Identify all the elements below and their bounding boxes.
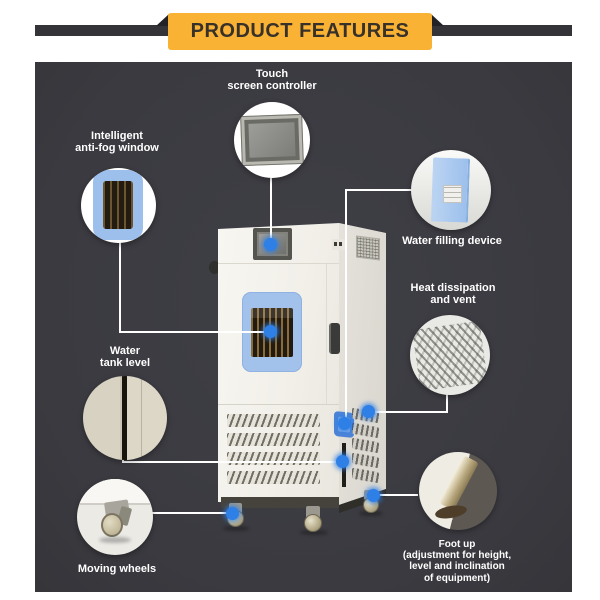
side-knob [209, 261, 220, 274]
indicator-dot-anti-fog [264, 325, 277, 338]
label-foot-up: Foot up (adjustment for height, level an… [377, 539, 537, 584]
connector-line-heat-vent [370, 411, 448, 413]
label-line: Heat dissipation [410, 282, 496, 294]
door-edge-seam [326, 264, 327, 404]
feature-image-foot-up [419, 452, 497, 530]
connector-line-touch-screen [270, 178, 272, 246]
front-louver-grille [227, 433, 320, 446]
door-top-seam [218, 263, 339, 264]
front-louver-grille [227, 414, 320, 427]
feature-image-water-filling-device [411, 150, 491, 230]
label-line: Water [109, 345, 141, 357]
certification-label [332, 239, 345, 250]
label-line: of equipment) [423, 572, 491, 584]
label-line: and vent [430, 293, 476, 306]
label-touch-screen-controller: Touch screen controller [212, 68, 332, 92]
certification-mark [339, 242, 342, 246]
connector-line-water-filling [347, 189, 412, 191]
feature-image-anti-fog-window [81, 168, 156, 243]
ribbon-bar-right [428, 25, 572, 36]
label-line: Foot up [438, 539, 476, 550]
indicator-dot-heat-vent [362, 405, 375, 418]
photo-tank-label [443, 185, 462, 203]
feature-image-water-tank-level [83, 376, 167, 460]
label-line: Water filling device [402, 235, 502, 247]
label-intelligent-anti-fog-window: Intelligent anti-fog window [57, 130, 177, 154]
label-water-tank-level: Water tank level [65, 345, 185, 369]
feature-image-heat-vent [410, 315, 490, 395]
label-line: anti-fog window [75, 141, 159, 154]
connector-line-water-filling [345, 189, 347, 421]
photo-gauge-slot [122, 376, 127, 460]
side-vent-grille [356, 235, 380, 261]
label-line: Intelligent [91, 130, 143, 142]
caster-shadow [223, 526, 249, 531]
photo-vent-mesh [412, 320, 488, 392]
connector-line-water-tank [122, 461, 341, 463]
indicator-dot-foot-up [367, 489, 380, 502]
chamber-base-front [221, 497, 339, 508]
photo-screen-display [248, 122, 296, 158]
ribbon-bar-left [35, 25, 171, 36]
door-handle [329, 323, 340, 354]
photo-caster-shadow [99, 537, 131, 543]
label-line: tank level [99, 356, 151, 369]
ribbon-fold-right [431, 14, 444, 26]
window-glare [251, 308, 293, 318]
banner: PRODUCT FEATURES [168, 13, 432, 50]
door-bottom-seam [218, 404, 339, 405]
label-line: Touch [255, 68, 289, 80]
feature-image-touch-screen [234, 102, 310, 178]
connector-line-anti-fog [119, 242, 121, 333]
certification-mark [334, 242, 337, 246]
label-line: screen controller [227, 79, 317, 92]
caster-shadow [300, 530, 328, 535]
caster-shadow [359, 511, 383, 516]
front-louver-grille [227, 471, 320, 484]
connector-line-heat-vent [446, 393, 448, 413]
photo-caster-wheel [101, 513, 123, 537]
label-heat-dissipation-and-vent: Heat dissipation and vent [393, 282, 513, 306]
indicator-dot-moving-wheels [226, 507, 239, 520]
page-title: PRODUCT FEATURES [190, 20, 410, 42]
label-moving-wheels: Moving wheels [47, 563, 187, 576]
indicator-dot-water-filling [338, 417, 351, 430]
front-louver-grille [227, 452, 320, 465]
label-water-filling-device: Water filling device [382, 235, 522, 248]
connector-line-anti-fog [119, 331, 268, 333]
connector-line-moving-wheels [151, 512, 230, 514]
label-line: (adjustment for height, [402, 550, 512, 562]
indicator-dot-water-tank [336, 455, 349, 468]
indicator-dot-touch-screen [264, 238, 277, 251]
photo-foot-leg [439, 455, 479, 511]
feature-image-moving-wheels [77, 479, 153, 555]
photo-foot-cap [434, 503, 468, 521]
label-line: level and inclination [409, 561, 505, 573]
photo-window-glass [103, 181, 133, 229]
label-line: Moving wheels [77, 563, 157, 575]
photo-panel-seam [141, 376, 142, 460]
connector-line-foot-up [377, 494, 418, 496]
caster-wheel [304, 514, 322, 532]
